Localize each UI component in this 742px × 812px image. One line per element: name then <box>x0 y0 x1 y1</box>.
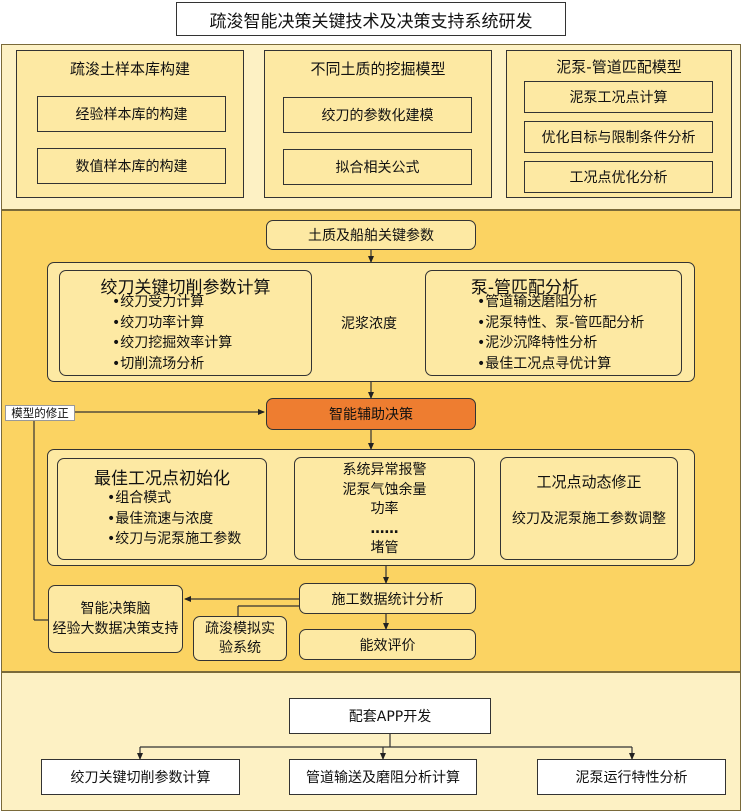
cutter-box <box>59 270 312 376</box>
top-col3-item-1-text: 泥泵工况点计算 <box>569 90 668 106</box>
pump-item-2: •泥泵特性、泵-管匹配分析 <box>477 314 645 331</box>
decision-box: 智能辅助决策 <box>266 398 476 430</box>
alarm-item-2: 泥泵气蚀余量 <box>342 481 427 498</box>
bottom-item-2-text: 管道输送及磨阻分析计算 <box>306 770 460 786</box>
slurry-label: 泥浆浓度 <box>341 316 397 332</box>
decision-text: 智能辅助决策 <box>329 407 413 423</box>
bottom-item-3-text: 泥泵运行特性分析 <box>575 770 688 786</box>
eval-text: 能效评价 <box>359 637 416 654</box>
eval-box: 能效评价 <box>299 629 476 660</box>
diagram-title: 疏浚智能决策关键技术及决策支持系统研发 <box>176 2 566 36</box>
brain-line-2: 经验大数据决策支持 <box>52 621 179 637</box>
cutter-item-4: •切削流场分析 <box>112 355 205 372</box>
top-col1-item-2: 数值样本库的构建 <box>37 148 226 184</box>
top-col1-item-2-text: 数值样本库的构建 <box>75 159 188 175</box>
feedback-label: 模型的修正 <box>11 406 69 420</box>
sim-box: 疏浚模拟实验系统 <box>193 616 287 661</box>
pump-box <box>425 270 682 376</box>
alarm-item-5: 堵管 <box>370 540 399 556</box>
init-item-2: •最佳流速与浓度 <box>107 510 214 527</box>
init-item-3: •绞刀与泥泵施工参数 <box>107 531 242 547</box>
top-col3-title: 泥泵-管道匹配模型 <box>556 58 682 76</box>
params-box: 土质及船舶关键参数 <box>266 220 476 250</box>
top-col2-item-2-text: 拟合相关公式 <box>335 160 420 176</box>
top-col2-title: 不同土质的挖掘模型 <box>310 60 446 78</box>
init-list: •组合模式 •最佳流速与浓度 •绞刀与泥泵施工参数 <box>107 488 241 550</box>
init-item-1: •组合模式 <box>107 490 172 506</box>
top-col3-item-2: 优化目标与限制条件分析 <box>524 121 713 153</box>
top-col1-item-1-text: 经验样本库的构建 <box>75 107 188 123</box>
alarm-box <box>294 457 475 560</box>
top-col3-item-3: 工况点优化分析 <box>524 161 713 193</box>
app-text: 配套APP开发 <box>348 709 432 725</box>
cutter-item-3: •绞刀挖掘效率计算 <box>112 335 233 351</box>
init-title: 最佳工况点初始化 <box>94 469 230 489</box>
top-col1-item-1: 经验样本库的构建 <box>37 96 226 132</box>
bottom-item-1: 绞刀关键切削参数计算 <box>41 759 240 795</box>
pump-title: 泵-管匹配分析 <box>470 278 580 298</box>
top-col2-item-1: 绞刀的参数化建模 <box>283 97 472 133</box>
params-text: 土质及船舶关键参数 <box>308 228 434 244</box>
dynamic-desc: 绞刀及泥泵施工参数调整 <box>512 511 666 527</box>
alarm-list: 系统异常报警 泥泵气蚀余量 功率 …… 堵管 <box>294 461 475 559</box>
feedback-label-bg <box>5 405 75 421</box>
stats-box: 施工数据统计分析 <box>299 583 476 614</box>
alarm-item-4: …… <box>370 520 399 537</box>
cutter-item-2: •绞刀功率计算 <box>112 314 205 331</box>
init-box <box>57 458 267 560</box>
bottom-item-1-text: 绞刀关键切削参数计算 <box>70 770 211 786</box>
brain-line-1: 智能决策脑 <box>80 601 151 617</box>
dynamic-title: 工况点动态修正 <box>536 473 642 491</box>
app-box: 配套APP开发 <box>289 698 491 734</box>
pump-item-3: •泥沙沉降特性分析 <box>477 335 598 351</box>
cutter-list: •绞刀受力计算 •绞刀功率计算 •绞刀挖掘效率计算 •切削流场分析 <box>112 292 232 374</box>
bottom-item-3: 泥泵运行特性分析 <box>537 759 726 795</box>
top-col3-item-1: 泥泵工况点计算 <box>524 81 713 113</box>
top-col3-item-3-text: 工况点优化分析 <box>569 170 668 186</box>
top-col3-item-2-text: 优化目标与限制条件分析 <box>541 130 696 146</box>
bottom-item-2: 管道输送及磨阻分析计算 <box>289 759 477 795</box>
slurry-label-bg <box>333 312 405 332</box>
pump-item-4: •最佳工况点寻优计算 <box>477 355 612 372</box>
pump-list: •管道输送磨阻分析 •泥泵特性、泵-管匹配分析 •泥沙沉降特性分析 •最佳工况点… <box>477 292 644 374</box>
diagram-title-text: 疏浚智能决策关键技术及决策支持系统研发 <box>209 11 533 32</box>
top-col2-item-1-text: 绞刀的参数化建模 <box>321 108 434 124</box>
dynamic-box <box>500 457 678 560</box>
cutter-title: 绞刀关键切削参数计算 <box>100 278 271 298</box>
stats-text: 施工数据统计分析 <box>331 591 444 608</box>
sim-text: 疏浚模拟实验系统 <box>205 620 275 656</box>
brain-box: 智能决策脑 经验大数据决策支持 <box>48 585 183 653</box>
top-col1-title: 疏浚土样本库构建 <box>69 60 190 78</box>
cutter-item-1: •绞刀受力计算 <box>112 294 205 310</box>
alarm-item-1: 系统异常报警 <box>342 462 427 478</box>
pump-item-1: •管道输送磨阻分析 <box>477 294 598 310</box>
top-col2-item-2: 拟合相关公式 <box>283 149 472 185</box>
alarm-item-3: 功率 <box>370 501 399 517</box>
